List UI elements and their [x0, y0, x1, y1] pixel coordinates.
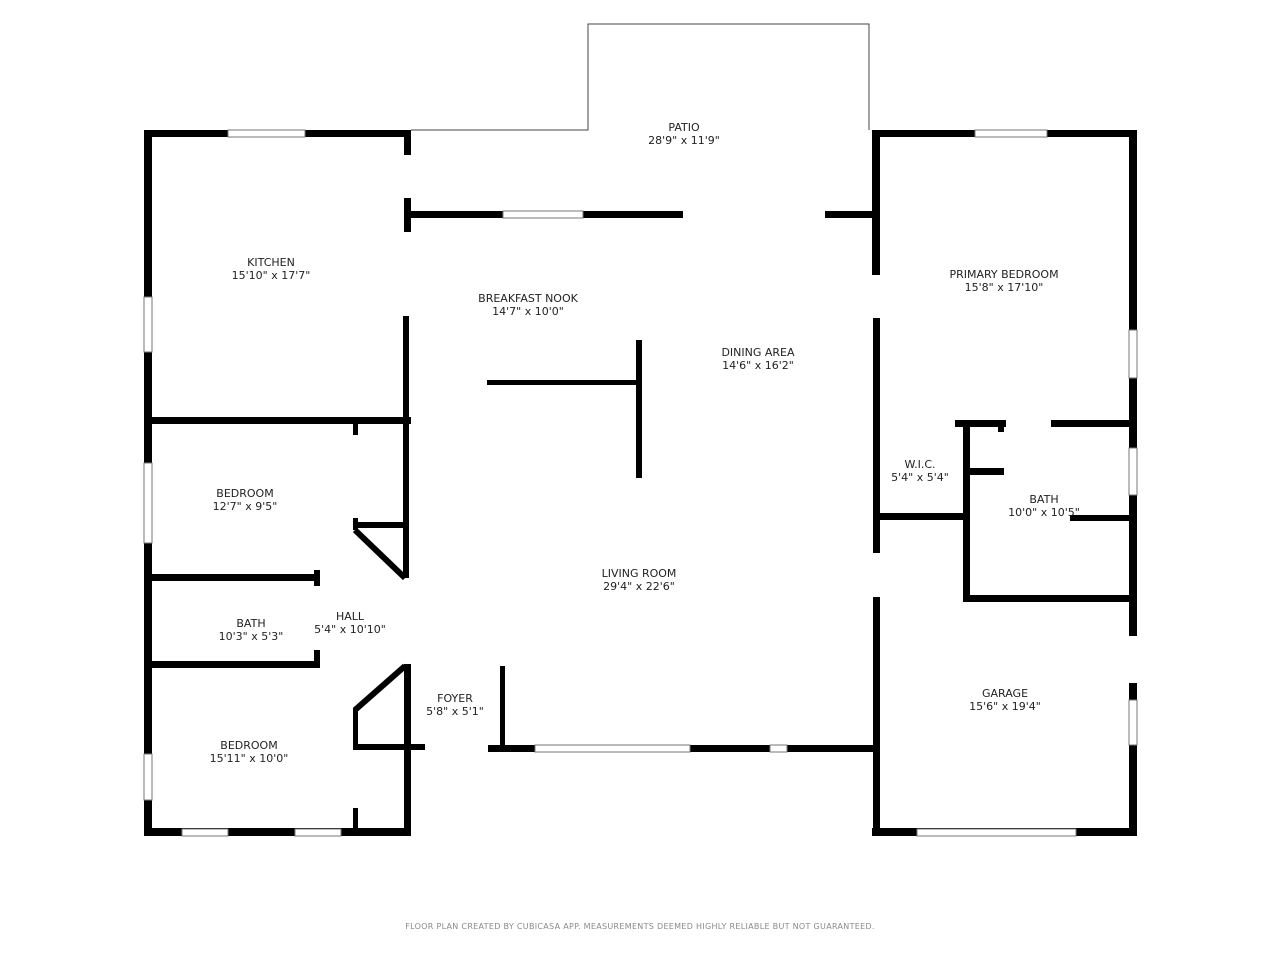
- room-size: 5'4" x 10'10": [314, 623, 386, 636]
- room-label-wic: W.I.C.5'4" x 5'4": [891, 458, 949, 484]
- room-name: LIVING ROOM: [601, 567, 677, 580]
- room-size: 10'3" x 5'3": [218, 630, 284, 643]
- room-name: HALL: [335, 610, 365, 623]
- room-size: 5'4" x 5'4": [891, 471, 949, 484]
- footer-disclaimer: FLOOR PLAN CREATED BY CUBICASA APP. MEAS…: [405, 922, 875, 931]
- room-size: 14'6" x 16'2": [722, 359, 794, 372]
- room-name: BEDROOM: [220, 739, 278, 752]
- patio-outline: [411, 23, 870, 131]
- room-size: 15'10" x 17'7": [231, 269, 311, 282]
- room-name: DINING AREA: [721, 346, 795, 359]
- room-name: PRIMARY BEDROOM: [949, 268, 1059, 281]
- room-size: 15'11" x 10'0": [209, 752, 289, 765]
- room-name: PATIO: [668, 121, 700, 134]
- room-name: KITCHEN: [247, 256, 295, 269]
- room-size: 29'4" x 22'6": [603, 580, 675, 593]
- room-name: BATH: [236, 617, 266, 630]
- room-name: GARAGE: [981, 687, 1029, 700]
- room-size: 10'0" x 10'5": [1008, 506, 1080, 519]
- room-name: BATH: [1029, 493, 1059, 506]
- room-size: 14'7" x 10'0": [492, 305, 564, 318]
- room-name: BREAKFAST NOOK: [478, 292, 578, 305]
- room-size: 15'8" x 17'10": [964, 281, 1044, 294]
- room-name: FOYER: [437, 692, 473, 705]
- windows: [143, 129, 1138, 837]
- room-size: 5'8" x 5'1": [426, 705, 484, 718]
- room-name: W.I.C.: [904, 458, 936, 471]
- room-size: 12'7" x 9'5": [212, 500, 278, 513]
- room-size: 15'6" x 19'4": [969, 700, 1041, 713]
- room-name: BEDROOM: [216, 487, 274, 500]
- walls: [144, 130, 1137, 836]
- room-size: 28'9" x 11'9": [648, 134, 720, 147]
